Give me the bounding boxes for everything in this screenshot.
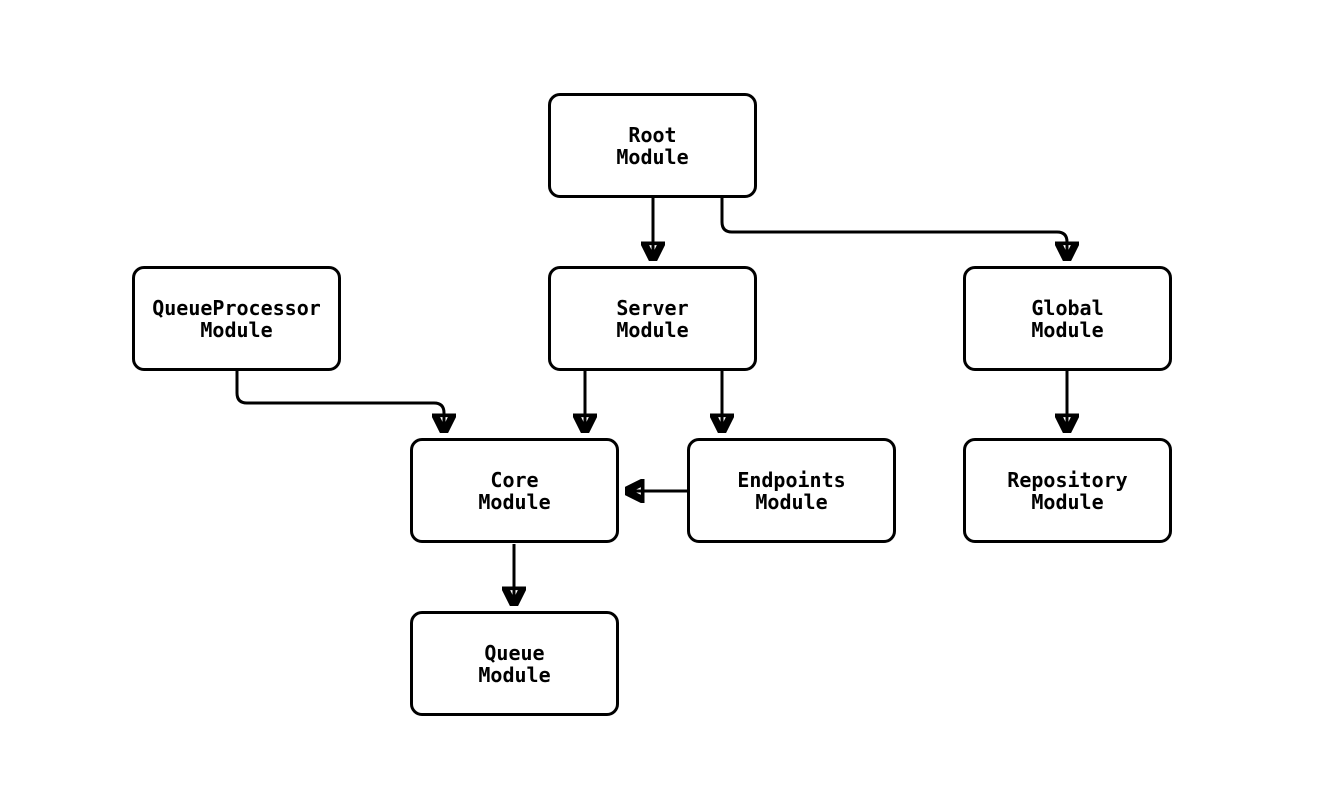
node-repository-module-label: Repository Module [1007,467,1128,514]
node-queueprocessor-module: QueueProcessor Module [132,266,341,371]
node-global-module: Global Module [963,266,1172,371]
node-root-module-label: Root Module [616,122,689,169]
node-endpoints-module-label: Endpoints Module [737,467,846,514]
node-root-module: Root Module [548,93,757,198]
node-server-module: Server Module [548,266,757,371]
node-core-module-label: Core Module [478,467,551,514]
node-queue-module: Queue Module [410,611,619,716]
node-server-module-label: Server Module [616,295,689,342]
edge-root-to-global [720,198,1067,260]
node-global-module-label: Global Module [1031,295,1104,342]
node-repository-module: Repository Module [963,438,1172,543]
edge-queueprocessor-to-core [235,371,444,432]
node-queueprocessor-module-label: QueueProcessor Module [152,295,321,342]
node-core-module: Core Module [410,438,619,543]
node-queue-module-label: Queue Module [478,640,551,687]
node-endpoints-module: Endpoints Module [687,438,896,543]
